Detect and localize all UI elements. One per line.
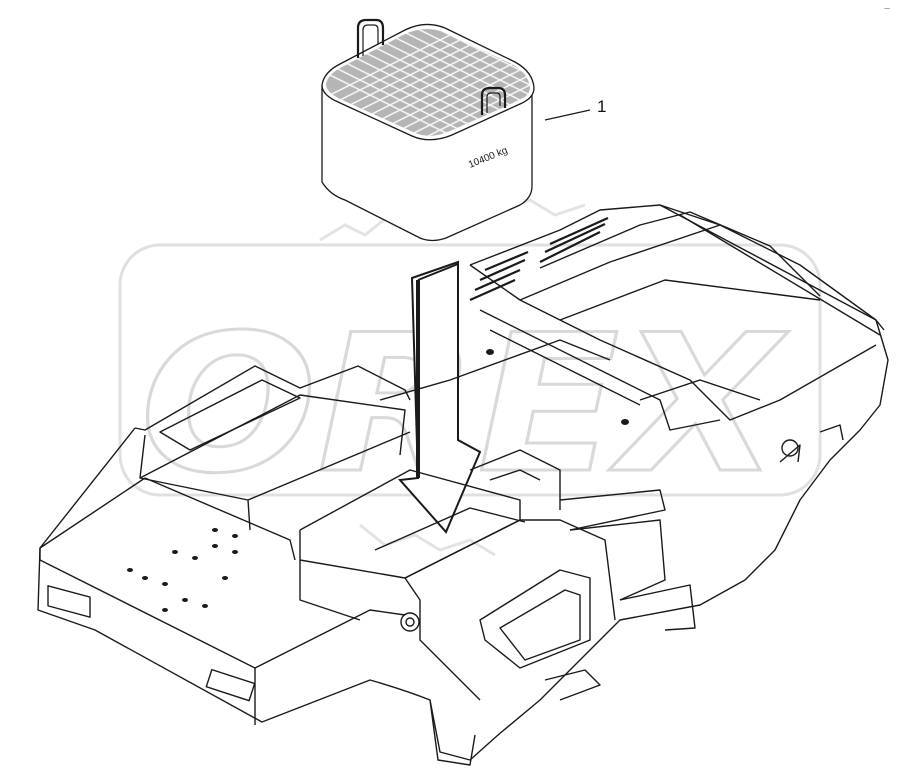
mounting-holes (127, 349, 629, 612)
lifting-handle-right (480, 86, 507, 115)
rear-light-right (205, 668, 256, 702)
corner-mark: — (884, 5, 890, 12)
lift-point-right (781, 439, 799, 457)
counterweight-block: 10400 kg (321, 18, 535, 242)
lifting-handle-left (356, 18, 385, 58)
machine-frame (37, 204, 889, 766)
installation-arrow (397, 260, 482, 534)
rear-light-left (47, 585, 91, 618)
side-window (479, 569, 591, 669)
callout-number: 1 (597, 97, 606, 116)
watermark: OREX (118, 198, 822, 557)
callout-1: 1 (544, 97, 606, 121)
louvers (469, 216, 609, 302)
lift-point-left (400, 612, 420, 632)
